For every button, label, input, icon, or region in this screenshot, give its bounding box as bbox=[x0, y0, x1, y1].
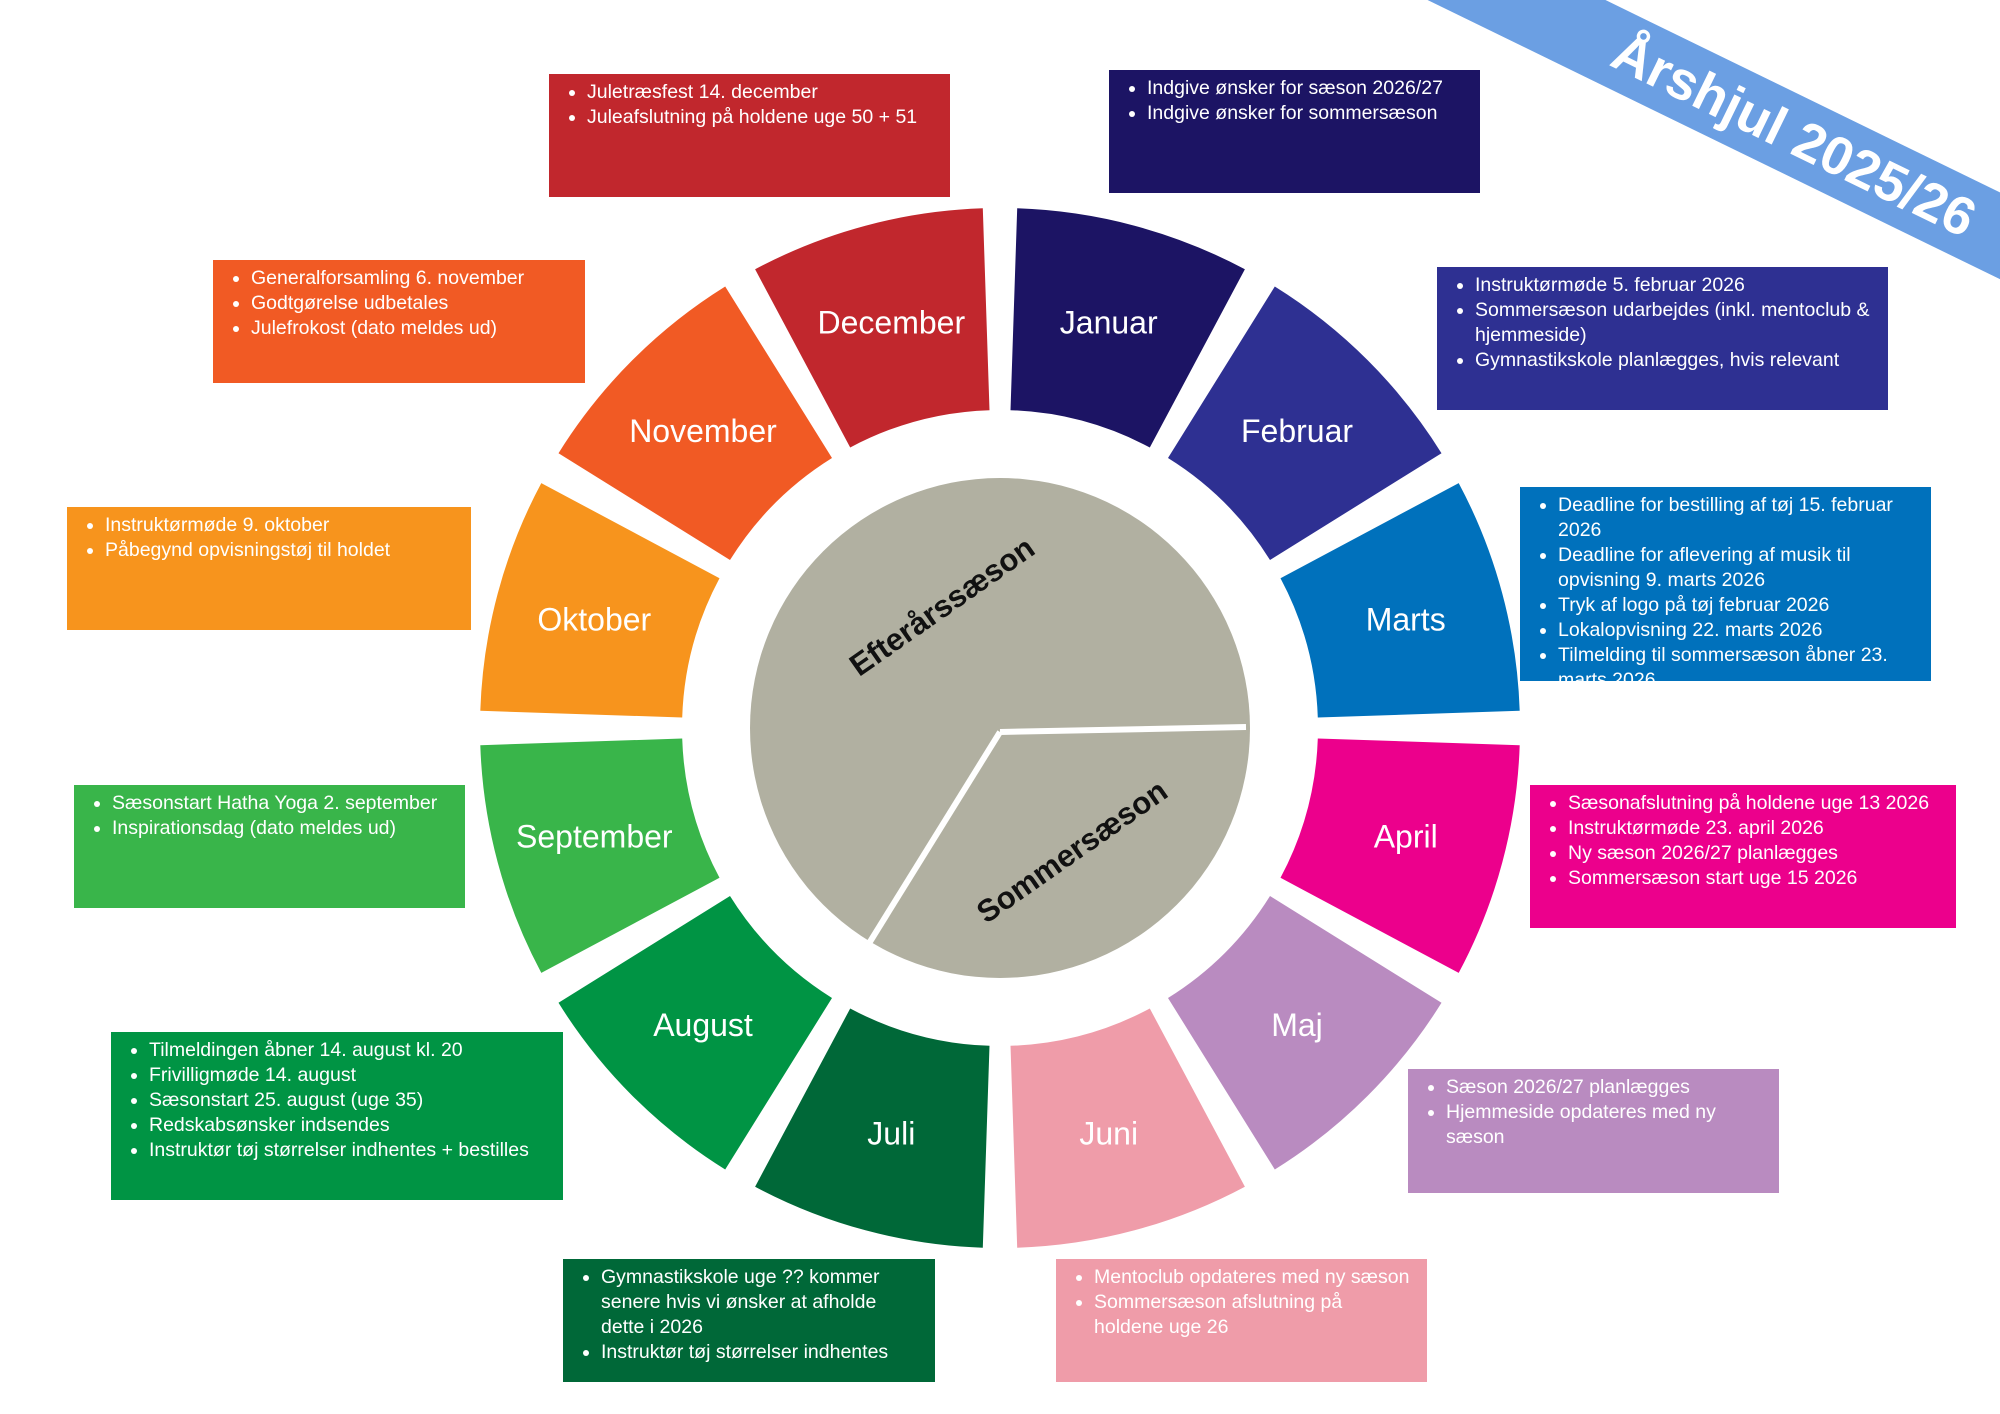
note-maj: Sæson 2026/27 planlægges Hjemmeside opda… bbox=[1408, 1069, 1779, 1193]
list-item: Sommersæson afslutning på holdene uge 26 bbox=[1094, 1290, 1417, 1340]
list-item: Instruktørmøde 23. april 2026 bbox=[1568, 816, 1946, 841]
note-oktober-list: Instruktørmøde 9. oktober Påbegynd opvis… bbox=[81, 513, 461, 563]
list-item: Ny sæson 2026/27 planlægges bbox=[1568, 841, 1946, 866]
list-item: Sommersæson udarbejdes (inkl. mentoclub … bbox=[1475, 298, 1878, 348]
note-januar: Indgive ønsker for sæson 2026/27 Indgive… bbox=[1109, 70, 1480, 193]
list-item: Lokalopvisning 22. marts 2026 bbox=[1558, 618, 1921, 643]
list-item: Instruktør tøj størrelser indhentes + be… bbox=[149, 1138, 553, 1163]
month-label-oktober: Oktober bbox=[537, 601, 651, 637]
month-label-april: April bbox=[1374, 819, 1438, 855]
list-item: Generalforsamling 6. november bbox=[251, 266, 575, 291]
note-juni-list: Mentoclub opdateres med ny sæson Sommers… bbox=[1070, 1265, 1417, 1340]
note-november: Generalforsamling 6. november Godtgørels… bbox=[213, 260, 585, 383]
list-item: Påbegynd opvisningstøj til holdet bbox=[105, 538, 461, 563]
list-item: Sommersæson start uge 15 2026 bbox=[1568, 866, 1946, 891]
segment-november bbox=[558, 286, 832, 560]
month-label-september: September bbox=[516, 819, 673, 855]
list-item: Inspirationsdag (dato meldes ud) bbox=[112, 816, 455, 841]
note-januar-list: Indgive ønsker for sæson 2026/27 Indgive… bbox=[1123, 76, 1470, 126]
note-august-list: Tilmeldingen åbner 14. august kl. 20 Fri… bbox=[125, 1038, 553, 1163]
list-item: Godtgørelse udbetales bbox=[251, 291, 575, 316]
list-item: Gymnastikskole uge ?? kommer senere hvis… bbox=[601, 1265, 925, 1340]
list-item: Juletræsfest 14. december bbox=[587, 80, 940, 105]
season-hub: Efterårssæson Sommersæson bbox=[750, 478, 1250, 978]
segment-januar bbox=[1010, 208, 1245, 448]
list-item: Sæsonstart 25. august (uge 35) bbox=[149, 1088, 553, 1113]
note-marts: Deadline for bestilling af tøj 15. febru… bbox=[1520, 487, 1931, 691]
note-juli: Gymnastikskole uge ?? kommer senere hvis… bbox=[563, 1259, 935, 1382]
list-item: Indgive ønsker for sommersæson bbox=[1147, 101, 1470, 126]
list-item: Hjemmeside opdateres med ny sæson bbox=[1446, 1100, 1769, 1150]
segment-december bbox=[755, 208, 990, 448]
list-item: Sæsonafslutning på holdene uge 13 2026 bbox=[1568, 791, 1946, 816]
note-september: Sæsonstart Hatha Yoga 2. september Inspi… bbox=[74, 785, 465, 908]
segment-august bbox=[558, 896, 832, 1170]
list-item: Instruktørmøde 5. februar 2026 bbox=[1475, 273, 1878, 298]
month-label-august: August bbox=[653, 1007, 753, 1043]
month-label-november: November bbox=[629, 413, 777, 449]
list-item: Tilmelding til sommersæson åbner 23. mar… bbox=[1558, 643, 1921, 693]
list-item: Instruktør tøj størrelser indhentes bbox=[601, 1340, 925, 1365]
hub-circle bbox=[750, 478, 1250, 978]
month-label-marts: Marts bbox=[1366, 601, 1446, 637]
list-item: Sæsonstart Hatha Yoga 2. september bbox=[112, 791, 455, 816]
note-december-list: Juletræsfest 14. december Juleafslutning… bbox=[563, 80, 940, 130]
list-item: Gymnastikskole planlægges, hvis relevant bbox=[1475, 348, 1878, 373]
note-april-list: Sæsonafslutning på holdene uge 13 2026 I… bbox=[1544, 791, 1946, 891]
segment-oktober bbox=[480, 483, 720, 718]
list-item: Mentoclub opdateres med ny sæson bbox=[1094, 1265, 1417, 1290]
month-label-februar: Februar bbox=[1241, 413, 1353, 449]
note-februar: Instruktørmøde 5. februar 2026 Sommersæs… bbox=[1437, 267, 1888, 410]
month-label-juni: Juni bbox=[1079, 1116, 1138, 1152]
list-item: Tryk af logo på tøj februar 2026 bbox=[1558, 593, 1921, 618]
list-item: Juleafslutning på holdene uge 50 + 51 bbox=[587, 105, 940, 130]
note-maj-list: Sæson 2026/27 planlægges Hjemmeside opda… bbox=[1422, 1075, 1769, 1150]
note-april: Sæsonafslutning på holdene uge 13 2026 I… bbox=[1530, 785, 1956, 928]
month-label-maj: Maj bbox=[1271, 1007, 1323, 1043]
segment-juli bbox=[755, 1008, 990, 1248]
segment-maj bbox=[1168, 896, 1442, 1170]
list-item: Indgive ønsker for sæson 2026/27 bbox=[1147, 76, 1470, 101]
list-item: Instruktørmøde 9. oktober bbox=[105, 513, 461, 538]
list-item: Deadline for bestilling af tøj 15. febru… bbox=[1558, 493, 1921, 543]
month-label-januar: Januar bbox=[1060, 304, 1158, 340]
segment-september bbox=[480, 738, 720, 973]
hub-divider-right bbox=[999, 724, 1247, 735]
hub-divider-left bbox=[865, 730, 1003, 947]
list-item: Tilmeldingen åbner 14. august kl. 20 bbox=[149, 1038, 553, 1063]
list-item: Deadline for aflevering af musik til opv… bbox=[1558, 543, 1921, 593]
month-label-juli: Juli bbox=[867, 1116, 915, 1152]
list-item: Sæson 2026/27 planlægges bbox=[1446, 1075, 1769, 1100]
segment-juni bbox=[1010, 1008, 1245, 1248]
note-marts-list: Deadline for bestilling af tøj 15. febru… bbox=[1534, 493, 1921, 693]
month-label-december: December bbox=[817, 304, 965, 340]
note-juli-list: Gymnastikskole uge ?? kommer senere hvis… bbox=[577, 1265, 925, 1365]
note-december: Juletræsfest 14. december Juleafslutning… bbox=[549, 74, 950, 197]
note-november-list: Generalforsamling 6. november Godtgørels… bbox=[227, 266, 575, 341]
segment-februar bbox=[1168, 286, 1442, 560]
note-september-list: Sæsonstart Hatha Yoga 2. september Inspi… bbox=[88, 791, 455, 841]
note-juni: Mentoclub opdateres med ny sæson Sommers… bbox=[1056, 1259, 1427, 1382]
segment-april bbox=[1280, 738, 1520, 973]
segment-marts bbox=[1280, 483, 1520, 718]
note-februar-list: Instruktørmøde 5. februar 2026 Sommersæs… bbox=[1451, 273, 1878, 373]
note-oktober: Instruktørmøde 9. oktober Påbegynd opvis… bbox=[67, 507, 471, 630]
list-item: Redskabsønsker indsendes bbox=[149, 1113, 553, 1138]
list-item: Julefrokost (dato meldes ud) bbox=[251, 316, 575, 341]
list-item: Frivilligmøde 14. august bbox=[149, 1063, 553, 1088]
note-august: Tilmeldingen åbner 14. august kl. 20 Fri… bbox=[111, 1032, 563, 1200]
